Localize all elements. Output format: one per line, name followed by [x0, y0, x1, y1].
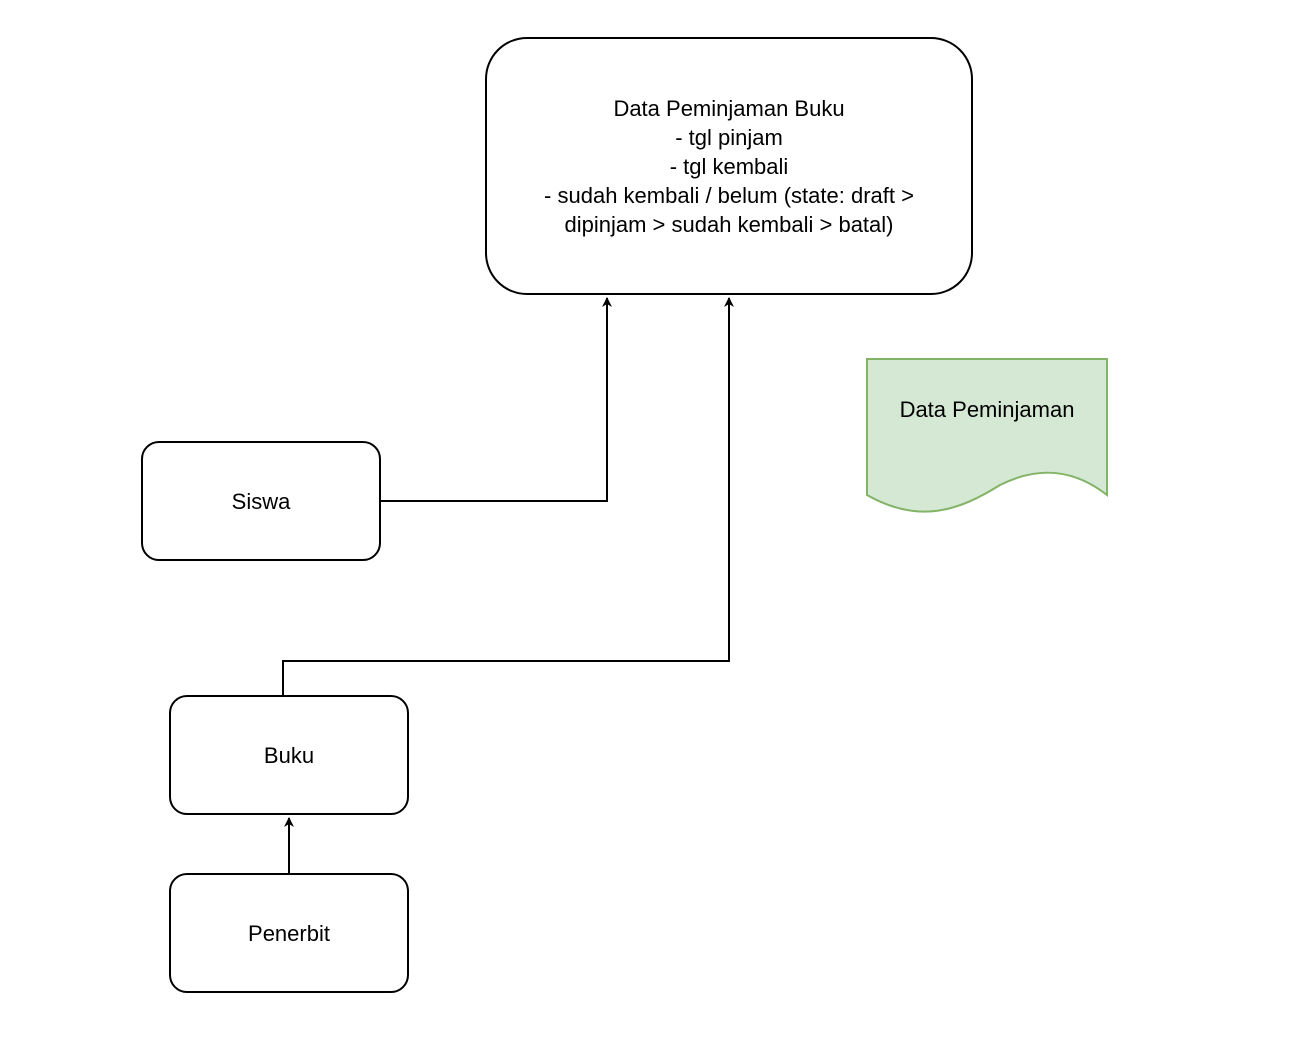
node-penerbit[interactable]: Penerbit: [169, 873, 409, 993]
node-siswa-label: Siswa: [231, 488, 291, 514]
document-label: Data Peminjaman: [899, 397, 1075, 422]
node-siswa[interactable]: Siswa: [141, 441, 381, 561]
node-penerbit-label: Penerbit: [248, 920, 330, 946]
node-main-line-state-2: dipinjam > sudah kembali > batal): [564, 211, 894, 237]
node-main-line-tgl-kembali: - tgl kembali: [669, 153, 789, 179]
node-data-peminjaman-buku[interactable]: Data Peminjaman Buku - tgl pinjam - tgl …: [485, 37, 973, 295]
node-main-line-state-1: - sudah kembali / belum (state: draft >: [544, 182, 914, 208]
node-main-line-tgl-pinjam: - tgl pinjam: [675, 124, 783, 150]
node-buku-label: Buku: [263, 742, 315, 768]
node-buku[interactable]: Buku: [169, 695, 409, 815]
edge-buku-to-main: [282, 297, 734, 695]
node-main-title: Data Peminjaman Buku: [613, 95, 845, 121]
document-shape: [866, 358, 1108, 513]
edge-siswa-to-main: [381, 297, 612, 502]
